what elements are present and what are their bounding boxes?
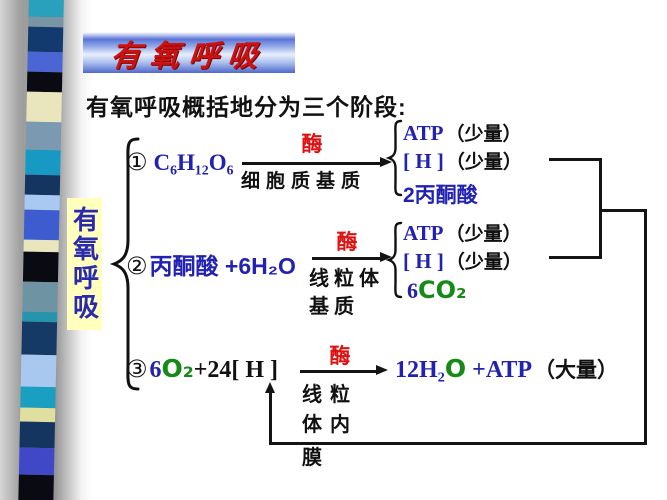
stage2-reactant-row: ② 丙酮酸 +6H₂O <box>126 247 296 281</box>
stage1-location-label: 细胞质基质 <box>241 171 367 192</box>
atp-formula: +ATP <box>472 357 533 383</box>
strip-segment <box>24 174 61 196</box>
strip-segment <box>27 26 64 53</box>
water-formula-blue: 12H₂ <box>395 357 445 383</box>
stage1-reaction-arrow-line <box>242 162 382 165</box>
slide-title-banner: 有氧呼吸 <box>83 32 295 73</box>
feedback-vline-outer <box>644 209 647 444</box>
stage2-location-line1: 线粒体 <box>309 268 384 290</box>
h-formula: [ H ] <box>403 249 444 273</box>
stage1-product-atp: ATP （少量） <box>403 119 521 146</box>
side-label-text: 有氧呼吸 <box>69 206 100 322</box>
stage1-product-h: [ H ] （少量） <box>403 147 522 174</box>
strip-segment <box>27 51 63 73</box>
strip-segment <box>19 407 56 423</box>
stage2-number: ② <box>126 252 148 280</box>
stage2-reaction-arrow-line <box>312 257 382 260</box>
strip-segment <box>20 386 56 409</box>
co2-formula: CO₂ <box>418 276 467 304</box>
feedback-vline-inner <box>599 158 602 259</box>
stage3-location-line1: 线粒 <box>302 384 358 406</box>
stage3-reaction-arrowhead-icon <box>376 365 388 375</box>
feedback-up-arrowhead-icon <box>265 382 275 393</box>
stage3-number: ③ <box>126 355 148 383</box>
strip-segment <box>23 209 60 241</box>
stage1-product-pyruvate: 2丙酮酸 <box>403 179 478 209</box>
strip-segment <box>23 239 59 253</box>
h-amount: （少量） <box>445 152 522 173</box>
stage2-product-co2: 6 CO₂ <box>407 276 467 304</box>
slide-title: 有氧呼吸 <box>108 39 269 73</box>
strip-segment <box>25 149 61 176</box>
strip-segment <box>18 447 55 476</box>
feedback-branch-hline <box>599 209 646 212</box>
stage2-location-line2: 基质 <box>309 296 359 318</box>
stage2-reaction-arrowhead-icon <box>380 252 392 262</box>
stage1-reaction-arrowhead-icon <box>380 157 392 167</box>
feedback-up-arrow-line <box>269 392 272 443</box>
strip-segment <box>22 251 59 283</box>
stage2-enzyme-label: 酶 <box>336 231 358 254</box>
strip-segment <box>19 421 55 449</box>
atp-amount: （少量） <box>445 124 522 145</box>
strip-segment <box>26 71 63 93</box>
o2-formula: O₂ <box>161 354 194 383</box>
stage3-reaction-arrow-line <box>300 370 378 373</box>
stage3-location-line2: 体内 <box>302 414 358 436</box>
stage1-products-brace <box>385 119 403 197</box>
h1-feedback-hline <box>549 158 602 161</box>
co2-coefficient: 6 <box>407 278 418 303</box>
strip-segment <box>26 91 62 123</box>
stage2-reactant-formula: 丙酮酸 +6H₂O <box>149 253 296 279</box>
pyruvate-formula: 2丙酮酸 <box>403 184 478 207</box>
stage3-enzyme-label: 酶 <box>329 345 351 368</box>
stage3-reactant-h: +24[ H ] <box>193 357 279 383</box>
h-amount: （少量） <box>445 252 522 273</box>
side-label-box: 有氧呼吸 <box>67 198 102 330</box>
feedback-bottom-hline <box>269 442 647 445</box>
stage3-reactant-row: ③ 6 O₂ +24[ H ] <box>126 354 278 384</box>
stage1-reactant-row: ① C₆H₁₂O₆ <box>126 148 234 176</box>
strip-segment <box>28 16 64 28</box>
big-left-brace <box>109 137 140 391</box>
stage2-product-atp: ATP （少量） <box>403 219 521 246</box>
strip-segment <box>18 474 54 500</box>
o2-coefficient: 6 <box>149 357 162 383</box>
atp-formula: ATP <box>403 221 444 245</box>
strip-segment <box>20 354 57 388</box>
stage3-location-line3: 膜 <box>302 447 322 469</box>
stage3-product-row: 12H₂ O +ATP （大量） <box>395 354 618 384</box>
strip-segment <box>25 121 62 151</box>
atp-formula: ATP <box>403 121 444 145</box>
h-formula: [ H ] <box>403 149 444 173</box>
h2-feedback-hline <box>549 256 602 259</box>
strip-segment <box>22 281 58 313</box>
strip-segment <box>24 194 60 211</box>
slide-subtitle: 有氧呼吸概括地分为三个阶段: <box>86 94 407 120</box>
strip-segment <box>28 0 64 18</box>
stage1-reactant-formula: C₆H₁₂O₆ <box>153 150 234 175</box>
atp-amount: （少量） <box>445 224 522 245</box>
stage2-product-h: [ H ] （少量） <box>403 247 522 274</box>
stage1-number: ① <box>126 148 148 176</box>
stage2-products-brace <box>385 221 403 299</box>
water-oxygen-green: O <box>444 354 467 383</box>
stage1-enzyme-label: 酶 <box>301 133 323 156</box>
atp-amount-large: （大量） <box>534 359 619 382</box>
strip-segment <box>21 321 58 356</box>
